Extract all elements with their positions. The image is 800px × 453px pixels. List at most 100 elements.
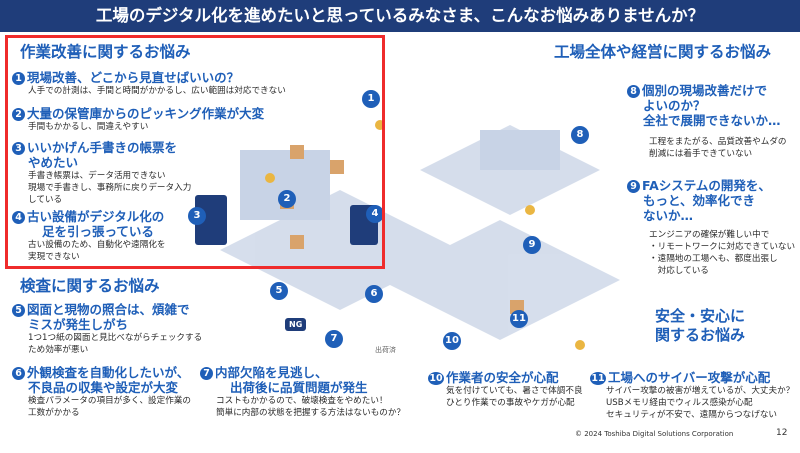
management-item-8-title-line-3: 全社で展開できないか… xyxy=(643,113,781,128)
inspection-item-6-desc-1: 検査パラメータの項目が多く、設定作業の xyxy=(28,396,192,406)
title-line-1: 図面と現物の照合は、煩雑で xyxy=(27,302,190,317)
shipped-label: 出荷済 xyxy=(375,346,396,354)
number-badge: 1 xyxy=(12,72,25,85)
copyright-text: © 2024 Toshiba Digital Solutions Corpora… xyxy=(575,430,734,438)
number-badge: 10 xyxy=(428,372,444,385)
badge-9: 9 xyxy=(523,236,541,254)
management-item-8-desc-2: 削減には着手できていない xyxy=(649,149,753,159)
work-item-3-desc-2: 現場で手書きし、事務所に戻りデータ入力 xyxy=(28,183,192,193)
management-item-9-title-line-2: もっと、効率化でき xyxy=(643,193,756,208)
management-item-9-desc-2: ・リモートワークに対応できていない xyxy=(649,242,796,252)
work-item-3-desc-3: している xyxy=(28,195,63,205)
number-badge: 9 xyxy=(627,180,640,193)
number-badge: 11 xyxy=(590,372,606,385)
safety-item-10-desc-1: 気を付けていても、暑さで体調不良 xyxy=(446,386,583,396)
page-number: 12 xyxy=(776,428,788,438)
badge-4: 4 xyxy=(366,205,384,223)
title-text: 現場改善、どこから見直せばいいの？ xyxy=(27,70,240,85)
title-line-1: FAシステムの開発を、 xyxy=(642,178,771,193)
title-line-1: 個別の現場改善だけで xyxy=(642,83,768,98)
management-item-9-desc-3: ・遠隔地の工場へも、都度出張し xyxy=(649,254,778,264)
inspection-item-5-desc-2: ため効率が悪い xyxy=(28,345,89,355)
safety-item-11-desc-1: サイバー攻撃の被害が増えているが、大丈夫か？ xyxy=(606,386,795,396)
ng-label: NG xyxy=(285,318,307,331)
badge-5: 5 xyxy=(270,282,288,300)
badge-7: 7 xyxy=(325,330,343,348)
number-badge: 4 xyxy=(12,211,25,224)
number-badge: 2 xyxy=(12,108,25,121)
management-item-9-desc-1: エンジニアの確保が難しい中で xyxy=(649,230,770,240)
work-item-4-desc-2: 実現できない xyxy=(28,252,80,262)
badge-1: 1 xyxy=(362,90,380,108)
badge-2: 2 xyxy=(278,190,296,208)
safety-item-11-desc-2: USBメモリ経由でウィルス感染が心配 xyxy=(606,398,753,408)
page-banner: 工場のデジタル化を進めたいと思っているみなさま、こんなお悩みありませんか？ xyxy=(0,0,800,32)
title-text: 作業者の安全が心配 xyxy=(446,370,559,385)
inspection-item-7-desc-2: 簡単に内部の状態を把握する方法はないものか？ xyxy=(216,408,406,418)
safety-title-line-1: 安全・安心に xyxy=(655,307,746,325)
title-line-1: 内部欠陥を見逃し、 xyxy=(215,365,328,380)
inspection-item-7-desc-1: コストもかかるので、破壊検査をやめたい！ xyxy=(216,396,388,406)
number-badge: 8 xyxy=(627,85,640,98)
safety-title-line-2: 関するお悩み xyxy=(655,326,746,344)
work-item-2-desc: 手間もかかるし、間違えやすい xyxy=(28,122,149,132)
title-text: 大量の保管庫からのピッキング作業が大変 xyxy=(27,106,265,121)
management-item-8-desc-1: 工程をまたがる、品質改善やムダの xyxy=(649,137,787,147)
management-item-8-title-line-2: よいのか？ xyxy=(643,98,706,113)
inspection-item-6-title-line-2: 不良品の収集や設定が大変 xyxy=(28,380,179,395)
number-badge: 6 xyxy=(12,367,25,380)
work-item-4-desc-1: 古い設備のため、自動化や遠隔化を xyxy=(28,240,166,250)
management-section-title: 工場全体や経営に関するお悩み xyxy=(554,43,772,61)
factory-illustration xyxy=(195,120,620,350)
badge-6: 6 xyxy=(365,285,383,303)
work-item-1-desc: 人手での計測は、手間と時間がかかるし、広い範囲は対応できない xyxy=(28,86,286,96)
safety-item-10-desc-2: ひとり作業での事故やケガが心配 xyxy=(446,398,575,408)
badge-8: 8 xyxy=(571,126,589,144)
safety-section-title: 安全・安心に 関するお悩み xyxy=(655,307,745,345)
inspection-item-6-desc-2: 工数がかかる xyxy=(28,408,80,418)
title-line-1: 外観検査を自動化したいが、 xyxy=(27,365,190,380)
inspection-item-5-title-line-2: ミスが発生しがち xyxy=(28,317,129,332)
title-text: 工場へのサイバー攻撃が心配 xyxy=(608,370,771,385)
work-item-4-title-line-2: 足を引っ張っている xyxy=(42,224,154,239)
work-section-title: 作業改善に関するお悩み xyxy=(20,43,191,61)
safety-item-11-desc-3: セキュリティが不安で、遠隔からつなげない xyxy=(606,410,778,420)
title-line-1: いいかげん手書きの帳票を xyxy=(27,140,178,155)
management-item-9-title-line-3: ないか… xyxy=(643,208,694,223)
number-badge: 3 xyxy=(12,142,25,155)
work-item-3-title-line-2: やめたい xyxy=(28,155,79,170)
number-badge: 5 xyxy=(12,304,25,317)
badge-3: 3 xyxy=(188,207,206,225)
badge-11: 11 xyxy=(510,310,528,328)
inspection-section-title: 検査に関するお悩み xyxy=(20,277,160,295)
number-badge: 7 xyxy=(200,367,213,380)
inspection-item-7-title-line-2: 出荷後に品質問題が発生 xyxy=(230,380,368,395)
highlight-box xyxy=(5,35,385,269)
management-item-9-desc-4: 対応している xyxy=(649,266,709,276)
work-item-3-desc-1: 手書き帳票は、データ活用できない xyxy=(28,171,166,181)
title-line-1: 古い設備がデジタル化の xyxy=(27,209,165,224)
inspection-item-5-desc-1: 1つ1つ紙の図面と見比べながらチェックする xyxy=(28,333,203,343)
